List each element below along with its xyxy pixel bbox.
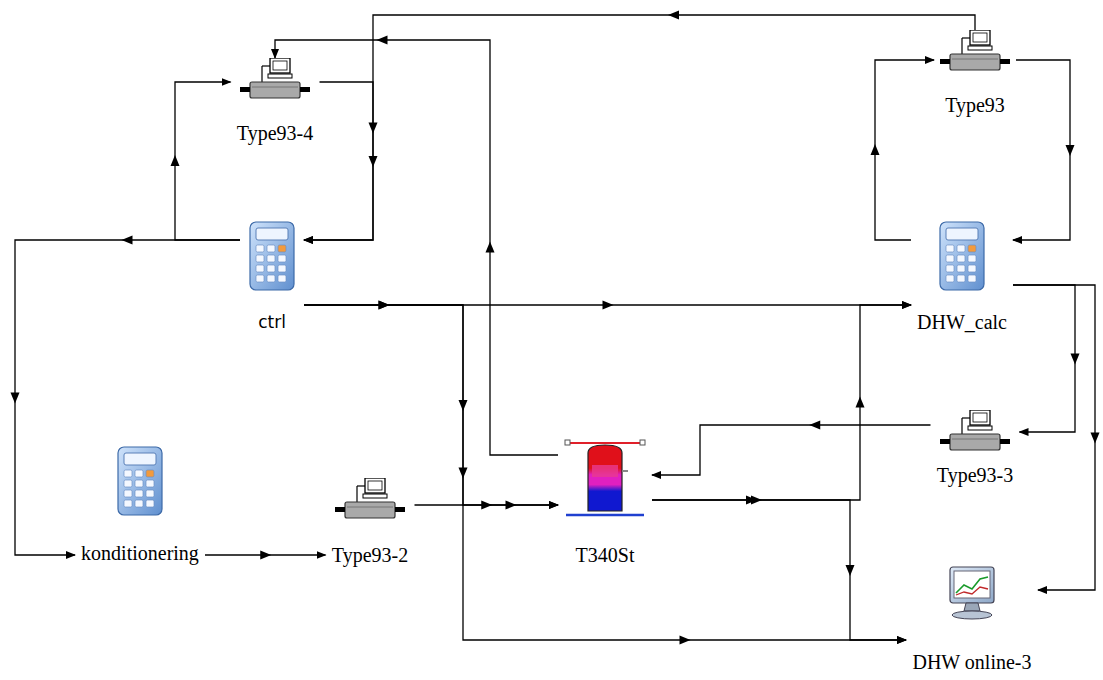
flow-arrow (680, 636, 691, 645)
connector (11, 236, 241, 556)
component-label: T340St (558, 543, 652, 567)
flow-arrow (486, 242, 495, 253)
connector (652, 421, 931, 476)
flow-arrow (809, 421, 820, 430)
flow-arrow (369, 156, 378, 167)
component-label: ctrl (240, 310, 304, 334)
connector-line (1013, 60, 1070, 240)
flow-arrow (1066, 145, 1075, 156)
printer-icon (940, 30, 1010, 75)
printer-icon (940, 410, 1010, 455)
component-node: ctrl (240, 220, 304, 334)
component-node: Type93 (934, 30, 1016, 117)
connector (304, 11, 975, 241)
component-label: DHW_calc (911, 310, 1013, 334)
connector-line (652, 305, 911, 500)
tank-icon (564, 437, 646, 517)
connector (871, 60, 935, 240)
connector-line (275, 40, 558, 455)
connector-line (304, 15, 975, 240)
component-node: konditionering (75, 445, 205, 565)
component-node: Type93-4 (231, 58, 320, 145)
connector-line (652, 500, 906, 640)
flow-arrow (11, 393, 20, 404)
component-node: DHW_calc (911, 220, 1013, 334)
flow-arrow (459, 468, 468, 479)
connector (1013, 285, 1100, 590)
connector-line (1013, 285, 1075, 432)
connector (171, 82, 241, 240)
printer-icon (240, 58, 310, 103)
component-node: Type93-3 (931, 410, 1020, 487)
flow-arrow (260, 551, 271, 560)
connector (1013, 285, 1080, 432)
connector (304, 301, 906, 645)
connector (205, 551, 326, 560)
calc-icon (246, 220, 298, 292)
connector (1013, 60, 1075, 240)
component-node: T340St (558, 437, 652, 567)
flow-arrow (856, 397, 865, 408)
connector (304, 301, 558, 510)
connector (275, 36, 558, 456)
flow-arrow (746, 496, 757, 505)
flow-arrow (603, 301, 614, 310)
connector (304, 82, 378, 240)
calc-icon (936, 220, 988, 292)
connector-line (304, 82, 373, 240)
flow-arrow (871, 144, 880, 155)
flow-arrow (1091, 433, 1100, 444)
component-label: konditionering (75, 541, 205, 565)
flow-arrow (1071, 354, 1080, 365)
calc-icon (114, 445, 166, 517)
component-node: Type93-2 (326, 478, 415, 567)
flow-arrow (668, 11, 679, 20)
component-label: Type93 (934, 93, 1016, 117)
connector-line (875, 60, 934, 240)
component-label: Type93-2 (326, 543, 415, 567)
connector (652, 305, 911, 505)
connector (652, 496, 906, 641)
connector-line (1013, 285, 1095, 590)
connector-line (652, 425, 931, 475)
flow-arrow (377, 36, 388, 45)
printer-icon (335, 478, 405, 523)
flow-arrow (379, 301, 390, 310)
component-label: Type93-4 (231, 121, 320, 145)
monitor-icon (942, 565, 1002, 620)
flow-arrow (846, 565, 855, 576)
connector-line (175, 82, 240, 240)
connector-line (304, 305, 558, 505)
flow-arrow (122, 236, 133, 245)
flow-arrow (379, 301, 390, 310)
flow-arrow (171, 155, 180, 166)
component-node: DHW online-3 (906, 565, 1038, 674)
component-label: Type93-3 (931, 463, 1020, 487)
connector-line (15, 240, 240, 555)
connector-line (304, 305, 906, 640)
flow-arrow (506, 501, 517, 510)
component-label: DHW online-3 (906, 650, 1038, 674)
